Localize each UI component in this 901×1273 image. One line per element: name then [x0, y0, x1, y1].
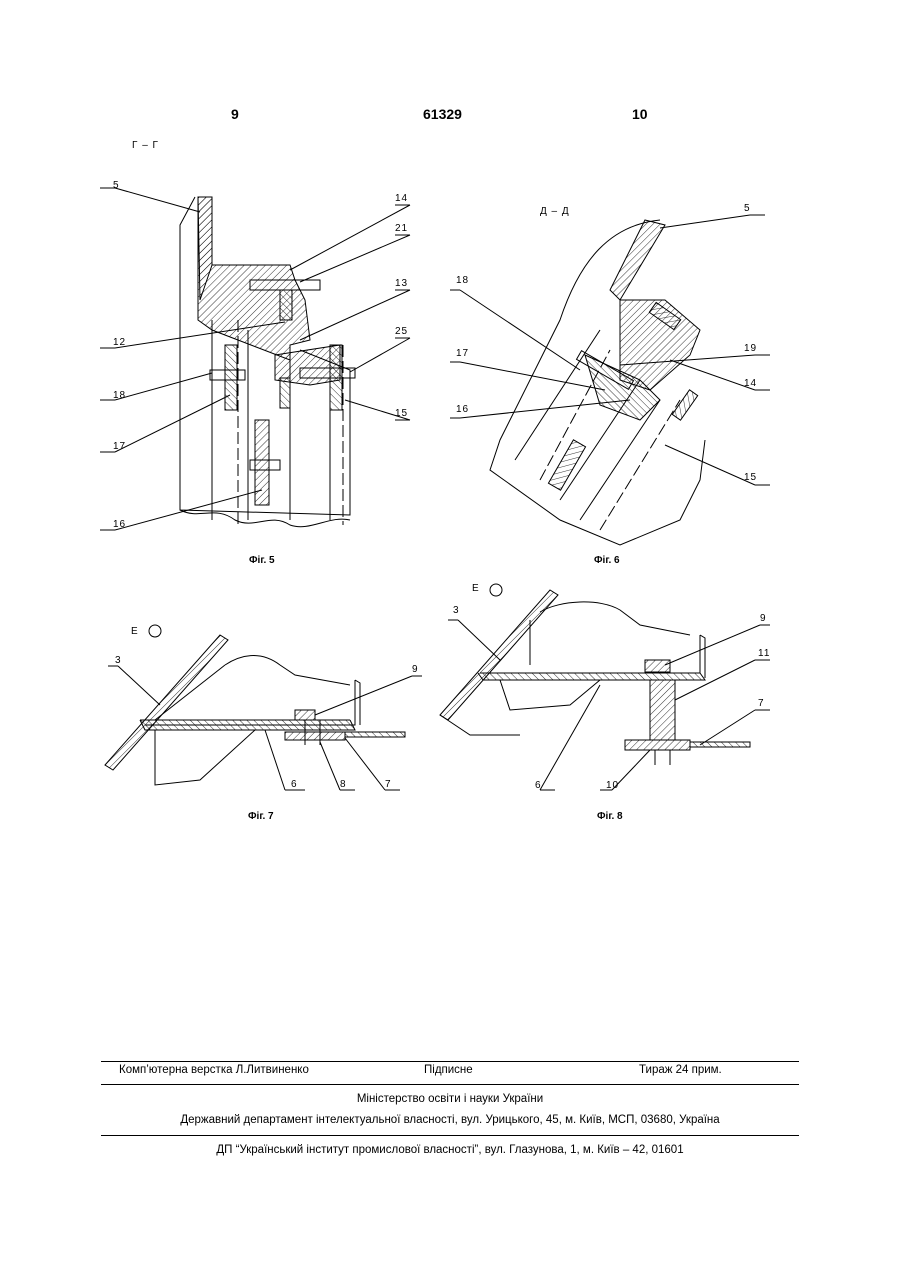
fig7-label-3: 3	[115, 655, 122, 666]
figure-6-drawing	[450, 215, 770, 545]
footer-rule-top	[101, 1061, 799, 1062]
footer-institute: ДП “Український інститут промислової вла…	[101, 1144, 799, 1156]
fig5-label-15: 15	[395, 408, 408, 419]
figure-7-drawing	[105, 625, 422, 790]
fig6-label-16: 16	[456, 404, 469, 415]
fig8-label-6: 6	[535, 780, 542, 791]
fig7-label-6: 6	[291, 779, 298, 790]
fig7-label-9: 9	[412, 664, 419, 675]
fig6-caption: Фіг. 6	[594, 555, 620, 566]
fig6-label-18: 18	[456, 275, 469, 286]
figure-8-drawing	[440, 584, 770, 790]
footer-rule-bottom	[101, 1135, 799, 1136]
fig8-label-9: 9	[760, 613, 767, 624]
technical-drawings	[0, 0, 901, 900]
fig7-label-7: 7	[385, 779, 392, 790]
fig6-label-14: 14	[744, 378, 757, 389]
fig5-label-13: 13	[395, 278, 408, 289]
fig5-label-16: 16	[113, 519, 126, 530]
fig8-label-10: 10	[606, 780, 619, 791]
fig5-label-5: 5	[113, 180, 120, 191]
footer-ministry: Міністерство освіти і науки України	[101, 1093, 799, 1105]
fig5-label-21: 21	[395, 223, 408, 234]
footer-signed: Підписне	[424, 1064, 473, 1076]
footer-rule-middle	[101, 1084, 799, 1085]
fig5-label-14: 14	[395, 193, 408, 204]
fig7-label-8: 8	[340, 779, 347, 790]
figure-5-drawing	[100, 188, 410, 530]
fig5-label-18: 18	[113, 390, 126, 401]
fig6-label-15: 15	[744, 472, 757, 483]
fig8-label-7: 7	[758, 698, 765, 709]
fig8-label-3: 3	[453, 605, 460, 616]
fig6-label-17: 17	[456, 348, 469, 359]
fig5-label-12: 12	[113, 337, 126, 348]
fig5-label-25: 25	[395, 326, 408, 337]
footer-layout-credit: Комп’ютерна верстка Л.Литвиненко	[119, 1064, 309, 1076]
fig8-caption: Фіг. 8	[597, 811, 623, 822]
fig6-label-19: 19	[744, 343, 757, 354]
fig6-label-5: 5	[744, 203, 751, 214]
footer-circulation: Тираж 24 прим.	[639, 1064, 722, 1076]
fig5-caption: Фіг. 5	[249, 555, 275, 566]
fig7-caption: Фіг. 7	[248, 811, 274, 822]
footer-department: Державний департамент інтелектуальної вл…	[101, 1114, 799, 1126]
fig5-label-17: 17	[113, 441, 126, 452]
fig8-label-11: 11	[758, 648, 770, 659]
